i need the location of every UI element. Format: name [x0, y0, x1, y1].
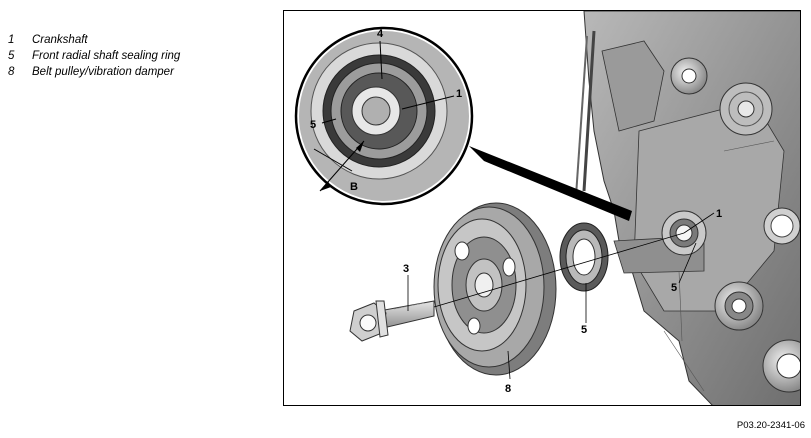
engine-block	[575, 11, 800, 405]
callout-5-ring: 5	[581, 324, 587, 336]
callout-5: 5	[310, 119, 316, 131]
bolt	[349, 300, 435, 342]
callout-1-main: 1	[716, 208, 722, 220]
callout-4: 4	[377, 28, 384, 40]
callout-3: 3	[403, 263, 409, 275]
detail-magnifier	[294, 26, 632, 221]
legend-number: 1	[8, 34, 15, 46]
diagram-frame: 4 1 5 B 1 5 5 3 8	[283, 10, 801, 406]
legend-number: 5	[8, 50, 15, 62]
legend-text: Belt pulley/vibration damper	[32, 66, 174, 78]
legend-text: Front radial shaft sealing ring	[32, 50, 181, 62]
callouts: 4 1 5 B 1 5 5 3 8	[310, 28, 722, 395]
legend: 1 Crankshaft 5 Front radial shaft sealin…	[8, 32, 180, 80]
legend-text: Crankshaft	[32, 34, 88, 46]
sealing-ring	[559, 222, 609, 292]
callout-b: B	[350, 181, 358, 193]
legend-item-crankshaft: 1 Crankshaft	[8, 32, 180, 48]
figure-reference: P03.20-2341-06	[736, 420, 805, 431]
legend-number: 8	[8, 66, 15, 78]
callout-8: 8	[505, 383, 511, 395]
legend-item-sealing-ring: 5 Front radial shaft sealing ring	[8, 48, 180, 64]
exploded-view-diagram: 4 1 5 B 1 5 5 3 8	[294, 11, 800, 405]
leader-lines	[407, 212, 715, 380]
legend-item-belt-pulley: 8 Belt pulley/vibration damper	[8, 64, 180, 80]
callout-5-main: 5	[671, 282, 677, 294]
callout-1: 1	[456, 88, 462, 100]
